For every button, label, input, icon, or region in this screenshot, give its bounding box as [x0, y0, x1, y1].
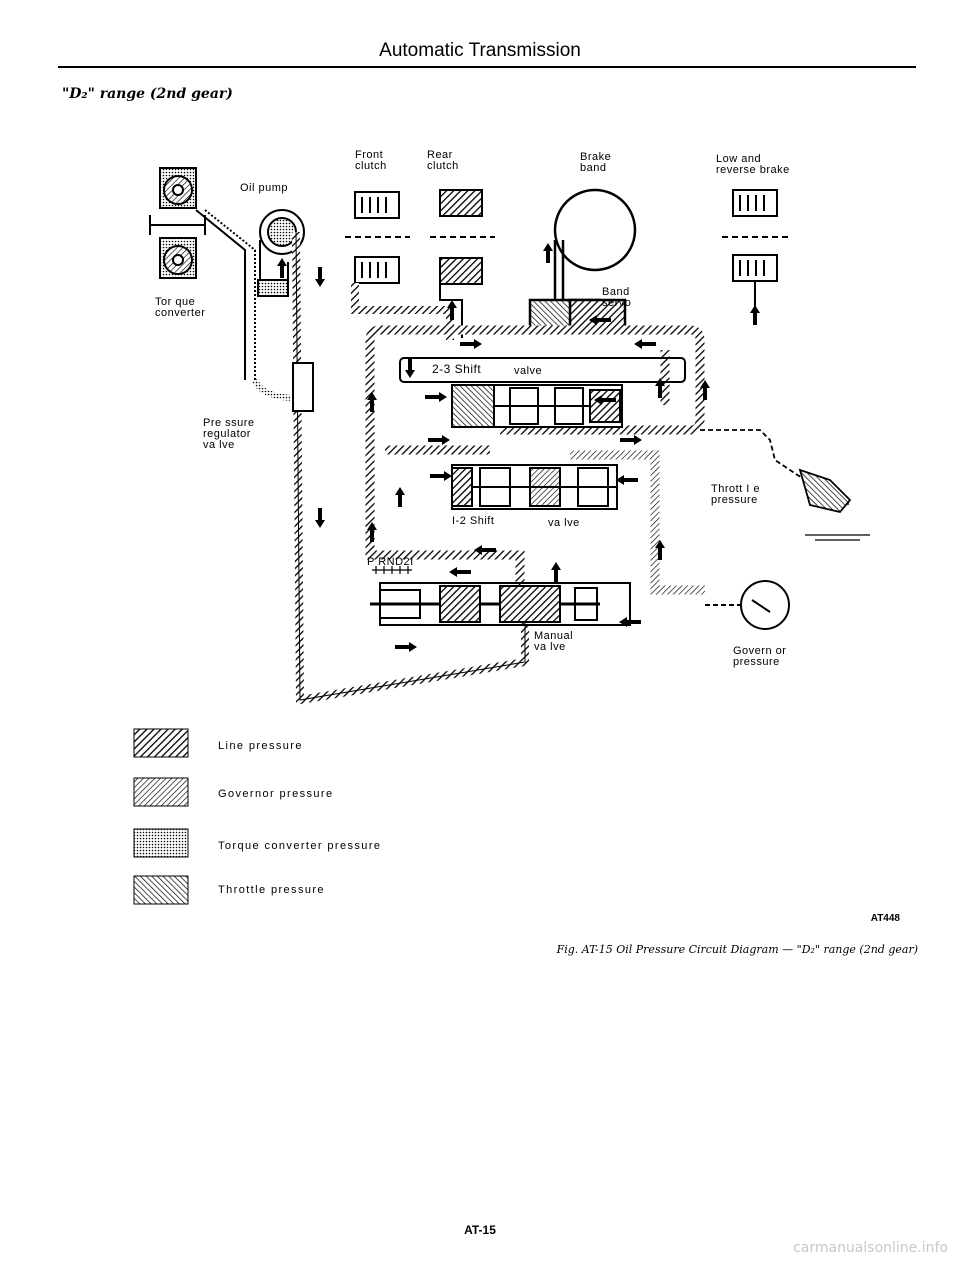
label-manual-valve: Manual va lve: [534, 630, 574, 653]
label-throttle-pressure: Thrott I e pressure: [711, 483, 761, 506]
label-rear-clutch: Rear clutch: [427, 149, 459, 172]
legend-governor-pressure: Governor pressure: [218, 788, 334, 800]
swatch-line-pressure: [133, 728, 189, 758]
header-rule: [58, 66, 916, 68]
torque-converter: [149, 167, 256, 380]
page-number: AT-15: [464, 1223, 496, 1237]
label-band-servo: Band servo: [602, 286, 632, 309]
label-front-clutch: Front clutch: [355, 149, 387, 172]
figure-code: AT448: [870, 913, 900, 924]
label-shift-2-3-valve: valve: [514, 365, 543, 377]
line-pressure-passages: [365, 325, 705, 600]
governor-gauge: [705, 580, 790, 630]
low-reverse-brake: [722, 189, 790, 322]
oil-pump: [257, 209, 529, 705]
label-shift-1-2-valve: va lve: [548, 517, 580, 529]
label-shift-2-3: 2-3 Shift: [432, 362, 482, 376]
flow-arrows: [277, 243, 760, 652]
rear-clutch: [430, 189, 495, 338]
legend-throttle-pressure: Throttle pressure: [218, 884, 325, 896]
page-header-title: Automatic Transmission: [379, 40, 581, 61]
swatch-throttle-pressure: [133, 875, 189, 905]
legend-torque-converter-pressure: Torque converter pressure: [218, 840, 382, 852]
label-oil-pump: Oil pump: [240, 182, 289, 194]
pressure-regulator-valve: [252, 362, 314, 412]
shift-valve-2-3: [399, 357, 686, 428]
label-brake-band: Brake band: [580, 151, 612, 174]
swatch-torque-converter-pressure: [133, 828, 189, 858]
figure-caption: Fig. AT-15 Oil Pressure Circuit Diagram …: [556, 943, 918, 956]
swatch-governor-pressure: [133, 777, 189, 807]
manual-valve-body: [370, 566, 631, 626]
label-governor-pressure: Govern or pressure: [733, 645, 787, 668]
watermark: carmanualsonline.info: [793, 1240, 948, 1256]
label-pressure-regulator-valve: Pre ssure regulator va lve: [203, 417, 255, 451]
throttle-linkage: [700, 429, 870, 541]
shift-valve-1-2: [451, 464, 618, 510]
label-low-reverse-brake: Low and reverse brake: [716, 153, 790, 176]
section-title: "D₂" range (2nd gear): [62, 86, 233, 102]
brake-band: [528, 188, 637, 332]
legend-line-pressure: Line pressure: [218, 740, 303, 752]
label-torque-converter: Tor que converter: [155, 296, 206, 319]
front-clutch: [345, 191, 454, 340]
label-prnd21: P RND2I: [367, 556, 414, 568]
label-shift-1-2: I-2 Shift: [452, 515, 495, 527]
